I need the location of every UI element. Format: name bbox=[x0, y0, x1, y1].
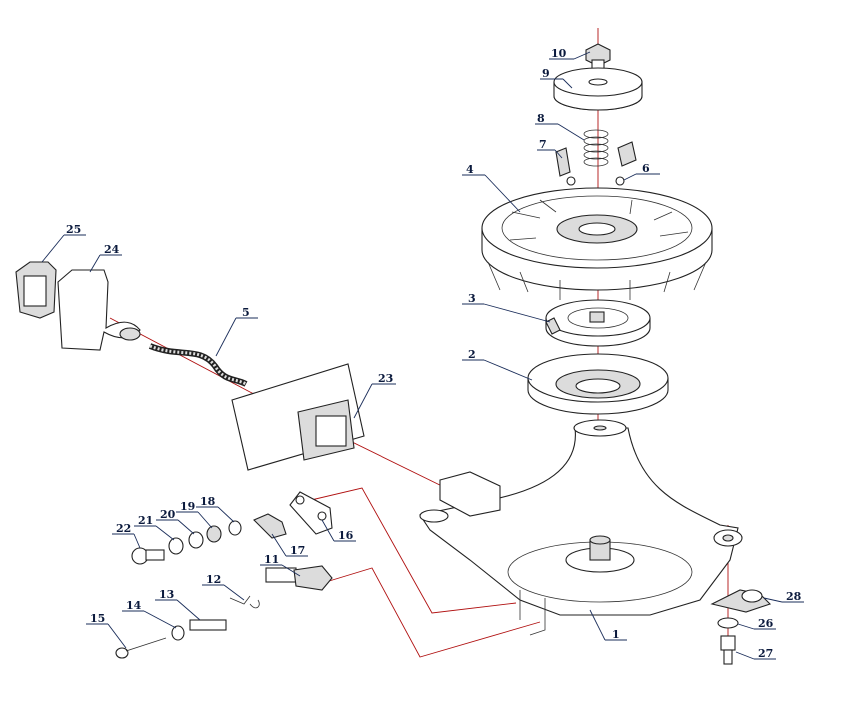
part-pulley-4 bbox=[481, 187, 713, 300]
part-washer-20 bbox=[188, 531, 204, 549]
callout-12: 12 bbox=[206, 573, 221, 586]
part-bolt-27 bbox=[720, 635, 736, 665]
callout-3: 3 bbox=[468, 292, 476, 305]
part-lever-17 bbox=[253, 513, 287, 539]
part-sleeve-13 bbox=[189, 619, 227, 631]
callout-5: 5 bbox=[242, 306, 250, 319]
part-link-11 bbox=[265, 565, 333, 591]
part-disk-9 bbox=[553, 67, 643, 111]
part-pawls-7 bbox=[555, 141, 637, 177]
linkage-line-lower bbox=[315, 567, 541, 658]
callout-13: 13 bbox=[159, 588, 174, 601]
callout-10: 10 bbox=[551, 47, 567, 60]
part-handle-24 bbox=[57, 269, 141, 351]
callout-28: 28 bbox=[786, 590, 802, 603]
rope-routing-line bbox=[109, 317, 451, 491]
part-housing-1 bbox=[419, 419, 743, 636]
callout-1: 1 bbox=[612, 628, 620, 641]
callout-11: 11 bbox=[264, 553, 279, 566]
callout-25: 25 bbox=[66, 223, 81, 236]
part-rope-5 bbox=[148, 343, 248, 387]
callout-20: 20 bbox=[160, 508, 176, 521]
part-nut-19 bbox=[206, 525, 222, 543]
callout-2: 2 bbox=[468, 348, 476, 361]
callout-8: 8 bbox=[537, 112, 545, 125]
part-washer-26 bbox=[717, 617, 739, 629]
part-ring-2 bbox=[527, 353, 669, 415]
callout-18: 18 bbox=[200, 495, 216, 508]
callout-26: 26 bbox=[758, 617, 774, 630]
callout-4: 4 bbox=[466, 163, 474, 176]
part-spring-8 bbox=[583, 129, 609, 167]
part-clip-28 bbox=[710, 589, 772, 613]
part-pawl-springs-6 bbox=[566, 176, 625, 186]
callout-labels: 10 9 8 7 6 4 25 24 5 3 2 23 18 19 20 21 … bbox=[66, 47, 802, 660]
linkage-line-upper bbox=[289, 487, 517, 614]
callout-19: 19 bbox=[180, 500, 195, 513]
part-washer-18 bbox=[228, 520, 242, 536]
callout-6: 6 bbox=[642, 162, 650, 175]
part-pin-15 bbox=[115, 637, 167, 659]
part-guide-23 bbox=[231, 363, 365, 471]
callout-16: 16 bbox=[338, 529, 354, 542]
part-bracket-16 bbox=[289, 491, 333, 535]
callout-22: 22 bbox=[116, 522, 131, 535]
part-spring-housing-3 bbox=[545, 299, 651, 347]
callout-21: 21 bbox=[138, 514, 153, 527]
callout-15: 15 bbox=[90, 612, 105, 625]
part-screw-22 bbox=[131, 547, 165, 565]
callout-leaders bbox=[41, 51, 804, 660]
part-washer-14 bbox=[171, 625, 185, 641]
callout-14: 14 bbox=[126, 599, 142, 612]
part-washer-21 bbox=[168, 537, 184, 555]
callout-23: 23 bbox=[378, 372, 393, 385]
part-cap-25 bbox=[15, 261, 57, 319]
part-spring-12 bbox=[229, 595, 260, 609]
callout-24: 24 bbox=[104, 243, 120, 256]
callout-17: 17 bbox=[290, 544, 305, 557]
callout-7: 7 bbox=[539, 138, 547, 151]
callout-9: 9 bbox=[542, 67, 550, 80]
callout-27: 27 bbox=[758, 647, 773, 660]
